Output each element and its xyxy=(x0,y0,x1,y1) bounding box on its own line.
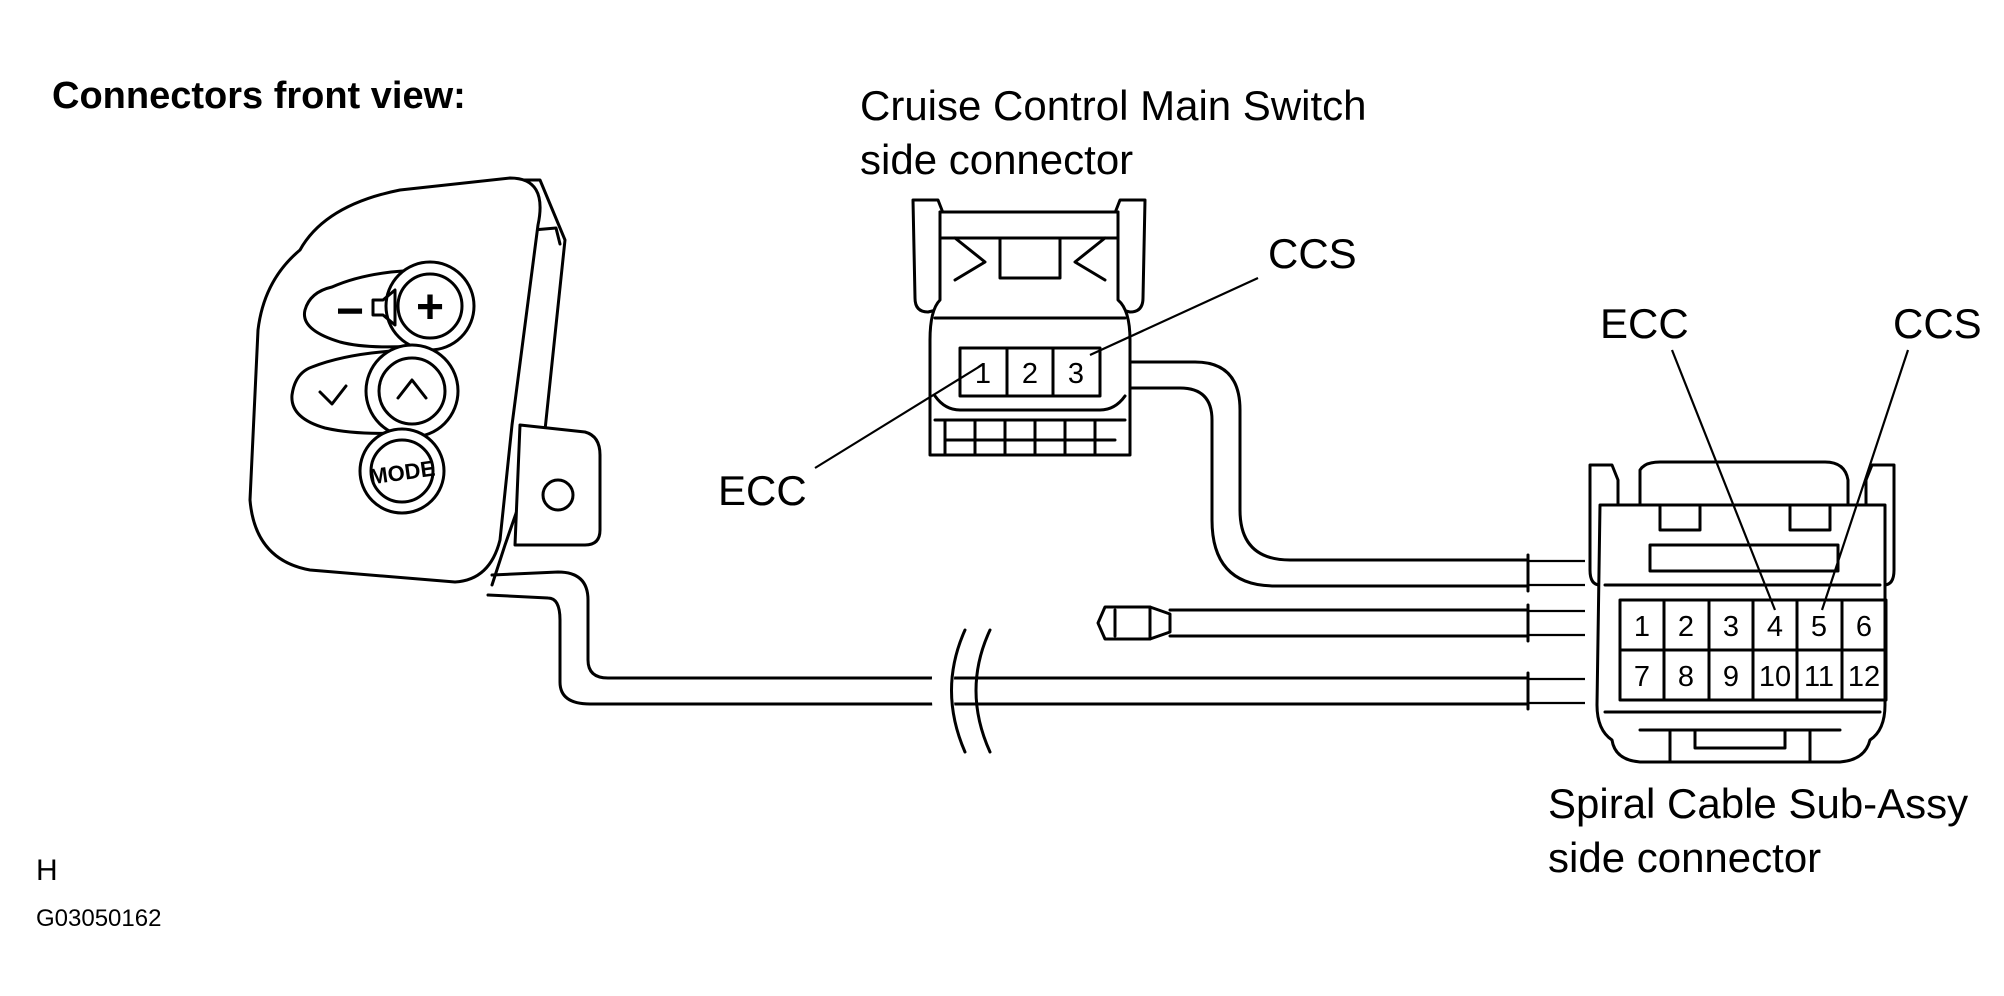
spiral-pin-10: 10 xyxy=(1759,661,1791,693)
spiral-pin-11: 11 xyxy=(1804,661,1834,693)
cruise-connector-label-line1: Cruise Control Main Switch xyxy=(860,82,1367,129)
figure-code: G03050162 xyxy=(36,905,161,932)
cruise-pin-2: 2 xyxy=(1022,358,1038,390)
volume-rocker[interactable]: − + xyxy=(302,260,476,352)
spiral-pin-12: 12 xyxy=(1848,661,1880,693)
spiral-pin-3: 3 xyxy=(1723,611,1739,643)
cruise-connector-label-line2: side connector xyxy=(860,136,1133,183)
speaker-icon xyxy=(371,288,397,327)
spiral-callout-ccs: CCS xyxy=(1893,300,1982,347)
steering-switch-module: − + MODE xyxy=(248,176,602,587)
cruise-control-connector: Cruise Control Main Switch side connecto… xyxy=(718,82,1367,514)
spiral-callout-ecc: ECC xyxy=(1600,300,1689,347)
cruise-callout-ecc: ECC xyxy=(718,467,807,514)
set-resume-rocker[interactable] xyxy=(290,343,460,439)
chevron-down-icon xyxy=(318,384,348,406)
cruise-pin-1: 1 xyxy=(975,358,991,390)
wire-harness xyxy=(486,360,1585,755)
spiral-connector-label-line1: Spiral Cable Sub-Assy xyxy=(1548,780,1968,827)
spiral-pin-9: 9 xyxy=(1723,661,1739,693)
spiral-pin-5: 5 xyxy=(1811,611,1827,643)
footer-letter: H xyxy=(36,854,58,887)
mode-button[interactable]: MODE xyxy=(358,427,446,515)
minus-icon: − xyxy=(336,285,364,338)
spiral-connector-label-line2: side connector xyxy=(1548,834,1821,881)
spiral-pin-4: 4 xyxy=(1767,611,1783,643)
diagram-title: Connectors front view: xyxy=(52,75,466,117)
plus-icon: + xyxy=(416,281,444,334)
spiral-pin-1: 1 xyxy=(1634,611,1650,643)
spiral-cable-connector: 1 2 3 4 5 6 7 8 9 10 11 12 ECC CCS Spira… xyxy=(1548,300,1982,881)
cruise-callout-ccs: CCS xyxy=(1268,230,1357,277)
spiral-pin-7: 7 xyxy=(1634,661,1650,693)
cruise-pin-3: 3 xyxy=(1068,358,1084,390)
chevron-up-icon xyxy=(396,378,428,400)
spiral-pin-6: 6 xyxy=(1856,611,1872,643)
spiral-pin-2: 2 xyxy=(1678,611,1694,643)
spiral-pin-8: 8 xyxy=(1678,661,1694,693)
